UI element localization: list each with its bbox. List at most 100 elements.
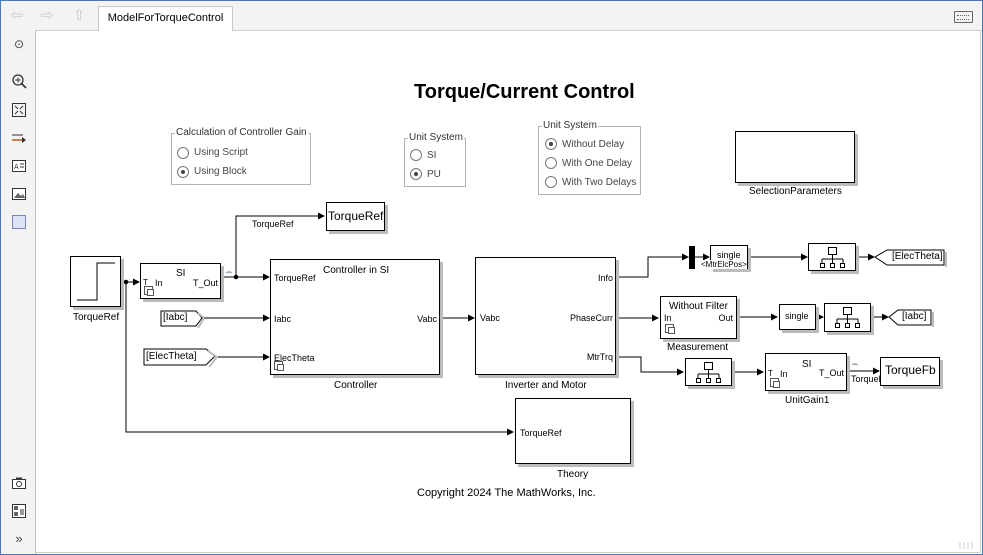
rate-transition-icon bbox=[835, 307, 860, 328]
fit-view-icon[interactable] bbox=[11, 102, 27, 118]
block-name: Inverter and Motor bbox=[505, 380, 587, 391]
rate-transition-block-3[interactable] bbox=[685, 358, 732, 386]
unit-gain-block[interactable]: SI T In T_Out bbox=[140, 263, 221, 299]
port-label: Iabc bbox=[274, 314, 292, 324]
torquefb-goto-block[interactable]: TorqueFb bbox=[880, 357, 940, 386]
signal-logging-icon bbox=[850, 357, 860, 367]
port-label: In bbox=[780, 369, 788, 379]
signal-label: TorqueFb bbox=[851, 374, 890, 384]
block-title: SI bbox=[802, 359, 812, 370]
unit-gain1-block[interactable]: SI T In T_Out bbox=[765, 353, 847, 391]
signal-arrow-icon[interactable] bbox=[11, 130, 27, 146]
signal-label: TorqueRef bbox=[252, 219, 294, 229]
group-title: Calculation of Controller Gain bbox=[175, 127, 308, 138]
iabc-from-block[interactable]: [Iabc] bbox=[160, 310, 204, 328]
port-label: Out bbox=[718, 313, 733, 323]
goto-label: TorqueRef bbox=[328, 209, 384, 223]
delay-group: Unit System bbox=[538, 120, 641, 195]
radio-si[interactable] bbox=[410, 149, 422, 161]
block-title: Controller in SI bbox=[323, 265, 390, 276]
port-label: MtrTrq bbox=[586, 352, 613, 362]
step-block[interactable] bbox=[70, 256, 121, 307]
keyboard-icon[interactable] bbox=[954, 11, 973, 23]
radio-label: Using Block bbox=[194, 166, 247, 177]
line-gain-to-torqueref-goto bbox=[235, 212, 325, 277]
goto-label: [ElecTheta] bbox=[892, 251, 943, 262]
subsystem-icon bbox=[274, 361, 284, 371]
radio-without-delay[interactable] bbox=[545, 138, 557, 150]
radio-label: PU bbox=[427, 169, 441, 180]
measurement-block[interactable]: Without Filter In Out bbox=[660, 296, 737, 339]
elec-theta-from-block[interactable]: [ElecTheta] bbox=[143, 348, 218, 367]
port-label: TorqueRef bbox=[520, 428, 562, 438]
up-arrow-icon[interactable]: ⇧ bbox=[72, 7, 86, 24]
from-label: [ElecTheta] bbox=[146, 351, 197, 362]
block-name: Measurement bbox=[667, 342, 729, 353]
conversion-label: single bbox=[785, 311, 809, 321]
hide-explorer-icon[interactable]: ⊙ bbox=[13, 37, 25, 51]
data-type-conversion-block-2[interactable]: single bbox=[779, 304, 816, 330]
bus-selector-block[interactable] bbox=[689, 246, 695, 269]
top-toolbar: ⇦ ⇨ ⇧ ModelForTorqueControl bbox=[1, 1, 982, 31]
goto-label: TorqueFb bbox=[885, 363, 936, 377]
port-label: T_Out bbox=[818, 368, 844, 378]
conversion-label: single bbox=[717, 250, 741, 260]
subsystem-icon bbox=[665, 324, 675, 334]
radio-using-block[interactable] bbox=[177, 166, 189, 178]
port-label: In bbox=[664, 313, 672, 323]
copyright-text: Copyright 2024 The MathWorks, Inc. bbox=[417, 487, 596, 499]
radio-one-delay[interactable] bbox=[545, 157, 557, 169]
controller-block[interactable]: Controller in SI TorqueRef Iabc ElecThet… bbox=[270, 259, 440, 375]
signal-label: <MtrElcPos> bbox=[701, 260, 747, 269]
block-name: SelectionParameters bbox=[749, 186, 842, 197]
radio-pu[interactable] bbox=[410, 168, 422, 180]
radio-two-delays[interactable] bbox=[545, 176, 557, 188]
block-title: Without Filter bbox=[669, 301, 728, 312]
from-label: [Iabc] bbox=[163, 312, 188, 323]
port-label: ElecTheta bbox=[274, 353, 315, 363]
radio-label: Without Delay bbox=[562, 139, 625, 150]
rate-transition-block-2[interactable] bbox=[824, 303, 871, 332]
group-title: Unit System bbox=[542, 120, 598, 131]
radio-label: With Two Delays bbox=[562, 177, 637, 188]
rate-transition-block[interactable] bbox=[808, 243, 856, 271]
elec-theta-goto-block[interactable]: [ElecTheta] bbox=[874, 249, 947, 267]
model-browser-icon[interactable] bbox=[11, 503, 27, 519]
selection-parameters-block[interactable] bbox=[735, 131, 855, 183]
radio-using-script[interactable] bbox=[177, 147, 189, 159]
port-label: Info bbox=[597, 273, 613, 283]
area-icon[interactable] bbox=[11, 214, 27, 230]
rate-transition-icon bbox=[696, 362, 721, 383]
zoom-icon[interactable] bbox=[11, 73, 27, 89]
port-label: Vabc bbox=[480, 313, 500, 323]
rate-transition-icon bbox=[820, 247, 845, 268]
block-title: SI bbox=[176, 268, 186, 279]
right-arrow-icon[interactable]: ⇨ bbox=[40, 7, 54, 24]
radio-label: Using Script bbox=[194, 147, 248, 158]
torqueref-goto-block[interactable]: TorqueRef bbox=[326, 202, 385, 231]
radio-label: With One Delay bbox=[562, 158, 633, 169]
resize-grip-icon[interactable] bbox=[958, 540, 976, 550]
tab-model[interactable]: ModelForTorqueControl bbox=[98, 6, 233, 31]
step-icon bbox=[77, 262, 115, 301]
port-label: TorqueRef bbox=[274, 273, 316, 283]
goto-label: [Iabc] bbox=[902, 311, 927, 322]
iabc-goto-block[interactable]: [Iabc] bbox=[888, 309, 934, 327]
radio-label: SI bbox=[427, 150, 437, 161]
block-name: Controller bbox=[334, 380, 378, 391]
theory-block[interactable]: TorqueRef bbox=[515, 398, 631, 464]
image-icon[interactable] bbox=[11, 186, 27, 202]
left-arrow-icon[interactable]: ⇦ bbox=[10, 7, 24, 24]
block-name: UnitGain1 bbox=[785, 395, 830, 406]
inverter-motor-block[interactable]: Vabc Info PhaseCurr MtrTrq bbox=[475, 257, 616, 375]
expand-icon[interactable]: » bbox=[15, 531, 23, 546]
camera-icon[interactable] bbox=[11, 475, 27, 491]
annotation-icon[interactable]: A bbox=[11, 158, 27, 174]
line-step-to-theory bbox=[125, 282, 514, 436]
line-info-to-selector bbox=[616, 253, 689, 278]
port-label: PhaseCurr bbox=[569, 313, 613, 323]
subsystem-icon bbox=[144, 286, 154, 296]
controller-gain-group: Calculation of Controller Gain bbox=[171, 127, 311, 185]
subsystem-icon bbox=[770, 378, 780, 388]
svg-text:A: A bbox=[14, 164, 19, 171]
